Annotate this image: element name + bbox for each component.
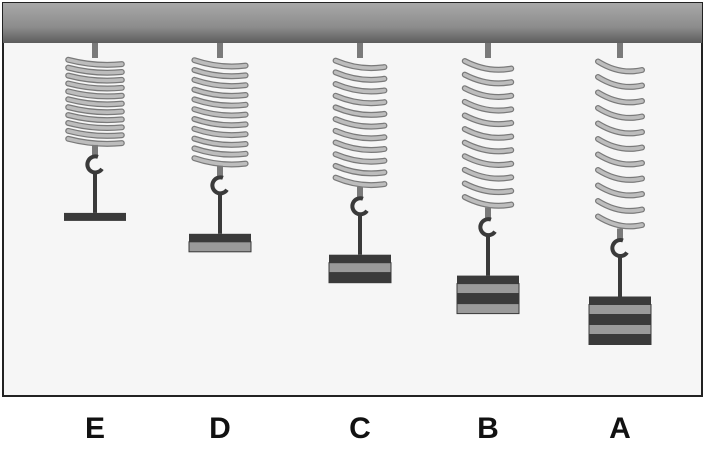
mass-bar	[328, 272, 392, 284]
lower-rod	[617, 228, 623, 241]
hook	[350, 196, 369, 217]
mass-bar	[188, 241, 252, 253]
spring-coil	[191, 57, 249, 168]
hanger-stem	[358, 214, 362, 255]
spring-a	[588, 43, 652, 345]
lower-rod	[357, 186, 363, 199]
mass-bar	[588, 324, 652, 335]
hook	[478, 217, 497, 238]
base-plate	[589, 296, 651, 305]
spring-label-b: B	[477, 412, 499, 445]
hanger-stem	[486, 235, 490, 276]
spring-label-c: C	[349, 412, 371, 445]
hook	[210, 175, 229, 196]
base-plate	[329, 254, 391, 263]
spring-coil	[65, 56, 125, 147]
hanger-stem	[618, 256, 622, 297]
mass-bar	[328, 262, 392, 274]
spring-b	[456, 43, 520, 315]
base-plate	[189, 233, 251, 242]
hanger-rod	[617, 43, 623, 58]
spring-c	[328, 43, 392, 284]
lower-rod	[92, 144, 98, 157]
hanger-rod	[357, 43, 363, 58]
lower-rod	[217, 165, 223, 178]
mass-bar	[588, 304, 652, 315]
mass-bar	[456, 293, 520, 305]
mass-bar	[456, 303, 520, 315]
spring-coil	[332, 57, 388, 189]
lower-rod	[485, 207, 491, 220]
ceiling-surface	[3, 3, 702, 43]
hook	[85, 154, 104, 175]
base-plate	[457, 275, 519, 284]
spring-label-e: E	[84, 412, 105, 445]
hanger-rod	[485, 43, 491, 58]
hanger-stem	[218, 193, 222, 234]
hanger-rod	[92, 43, 98, 58]
mass-bar	[588, 334, 652, 345]
spring-coil	[595, 58, 645, 230]
spring-d	[188, 43, 252, 253]
mass-bar	[588, 314, 652, 325]
spring-coil	[461, 58, 515, 209]
hanger-stem	[93, 172, 97, 213]
hanger-rod	[217, 43, 223, 58]
spring-label-d: D	[209, 412, 231, 445]
spring-e	[64, 43, 126, 221]
base-plate	[64, 212, 126, 221]
ceiling-bar	[3, 3, 702, 43]
mass-bar	[456, 283, 520, 295]
hook	[610, 238, 629, 258]
spring-label-a: A	[609, 412, 631, 445]
